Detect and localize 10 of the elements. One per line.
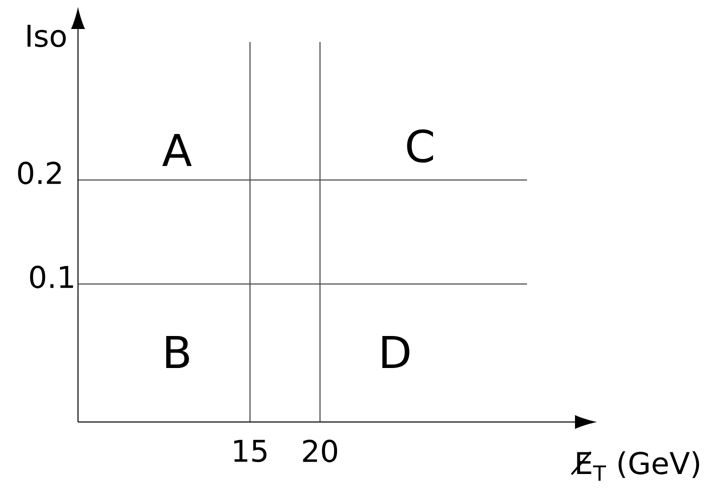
region-label: D xyxy=(382,336,410,368)
tick-label: 15 xyxy=(234,440,266,462)
region-label: C xyxy=(407,129,433,163)
axis-label: E̸$_{T}$ (GeV) xyxy=(570,451,700,481)
axis-label: Iso xyxy=(28,24,66,48)
tick-label: 20 xyxy=(303,440,338,462)
tick-label: 0.2 xyxy=(18,162,61,184)
tick-label: 0.1 xyxy=(30,266,74,288)
region-label: B xyxy=(166,336,189,368)
region-label: A xyxy=(162,134,192,166)
